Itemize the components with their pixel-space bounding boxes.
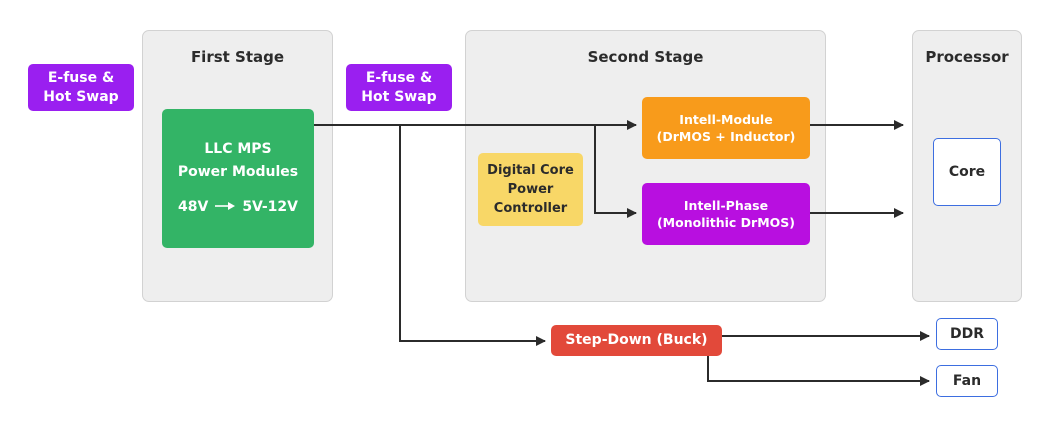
wire-buck-to-fan — [707, 356, 930, 386]
controller-line1: Digital Core — [487, 163, 574, 178]
ddr-label: DDR — [949, 325, 985, 342]
efuse-hot-swap-left: E-fuse & Hot Swap — [28, 64, 134, 111]
arrow-right-icon — [214, 196, 236, 219]
intell-module: Intell-Module (DrMOS + Inductor) — [642, 97, 810, 159]
fan-label: Fan — [952, 372, 982, 389]
intell-module-line1: Intell-Module — [679, 112, 773, 127]
processor-core: Core — [933, 138, 1001, 206]
wire-to-phase — [594, 125, 637, 218]
efuse-hot-swap-middle: E-fuse & Hot Swap — [346, 64, 452, 111]
output-voltage: 5V-12V — [242, 199, 298, 215]
wire-to-buck — [399, 125, 546, 346]
step-down-buck: Step-Down (Buck) — [551, 325, 722, 356]
processor-title: Processor — [925, 48, 1009, 66]
intell-module-line2: (DrMOS + Inductor) — [656, 129, 796, 144]
llc-module-line1: LLC MPS — [204, 141, 272, 157]
fan-output: Fan — [936, 365, 998, 397]
controller-line3: Controller — [493, 201, 568, 216]
efuse-left-line1: E-fuse & — [47, 69, 115, 86]
intell-phase: Intell-Phase (Monolithic DrMOS) — [642, 183, 810, 245]
intell-phase-line2: (Monolithic DrMOS) — [656, 215, 796, 230]
intell-phase-line1: Intell-Phase — [683, 198, 769, 213]
input-voltage: 48V — [177, 199, 209, 215]
llc-module-line2: Power Modules — [177, 164, 299, 180]
voltage-conversion: 48V 5V-12V — [178, 196, 298, 219]
digital-core-power-controller: Digital Core Power Controller — [478, 153, 583, 226]
core-label: Core — [948, 163, 986, 180]
ddr-output: DDR — [936, 318, 998, 350]
efuse-mid-line2: Hot Swap — [361, 88, 437, 105]
buck-label: Step-Down (Buck) — [565, 332, 708, 348]
efuse-left-line2: Hot Swap — [43, 88, 119, 105]
second-stage-title: Second Stage — [587, 48, 704, 66]
efuse-mid-line1: E-fuse & — [365, 69, 433, 86]
first-stage-title: First Stage — [190, 48, 285, 66]
controller-line2: Power — [507, 182, 554, 197]
llc-mps-power-module: LLC MPS Power Modules 48V 5V-12V — [162, 109, 314, 248]
